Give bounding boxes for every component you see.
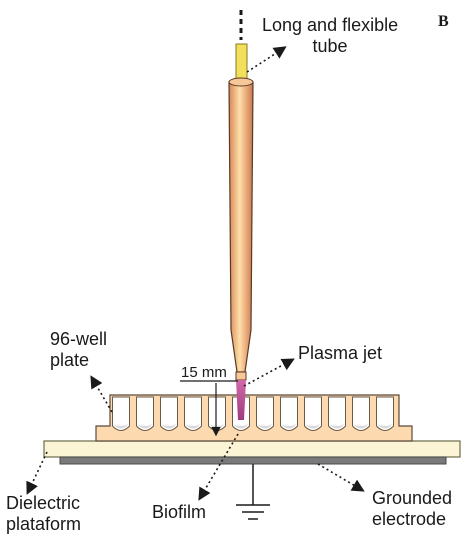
well-liquid-7 <box>257 424 273 429</box>
dielectric-label-line-2: plataform <box>6 514 82 534</box>
well-11 <box>352 396 370 431</box>
grounded-electrode <box>59 456 447 465</box>
electrode-label: Grounded electrode <box>372 488 452 530</box>
tube-label: Long and flexible tube <box>262 15 398 57</box>
well-liquid-4 <box>185 424 201 429</box>
electrode-label-line-1: Grounded <box>372 488 453 508</box>
plate-label-line-2: plate <box>50 350 90 370</box>
well-liquid-10 <box>329 424 345 429</box>
panel-letter: B <box>438 13 449 30</box>
plasma-jet-label: Plasma jet <box>298 343 383 363</box>
well-liquid-11 <box>353 424 369 429</box>
electrode-label-line-2: electrode <box>372 509 447 529</box>
plasma-jet-leader <box>243 358 295 387</box>
distance-label: 15 mm <box>181 364 227 381</box>
nozzle-tip <box>235 371 247 381</box>
well-liquid-2 <box>137 424 153 429</box>
dielectric-leader <box>26 451 48 495</box>
plate-label: 96-well plate <box>50 329 107 371</box>
well-1 <box>112 396 130 431</box>
tube-top-segment <box>235 43 248 81</box>
well-liquid-9 <box>305 424 321 429</box>
tube-label-line-1: Long and flexible <box>262 15 399 35</box>
well-4 <box>184 396 202 431</box>
dielectric-platform <box>43 440 461 458</box>
well-liquid-12 <box>377 424 393 429</box>
dielectric-label: Dielectric plataform <box>6 493 81 535</box>
well-liquid-3 <box>161 424 177 429</box>
well-8 <box>280 396 298 431</box>
plate-label-line-1: 96-well <box>50 329 108 349</box>
dielectric-label-line-1: Dielectric <box>6 493 81 513</box>
well-3 <box>160 396 178 431</box>
tube-top-opening <box>228 77 254 87</box>
well-liquid-8 <box>281 424 297 429</box>
plate-leader <box>90 375 113 413</box>
well-7 <box>256 396 274 431</box>
well-9 <box>304 396 322 431</box>
flexible-tube <box>228 78 254 373</box>
biofilm-label: Biofilm <box>152 502 207 522</box>
electrode-leader <box>317 463 365 492</box>
well-12 <box>376 396 394 431</box>
well-liquid-1 <box>113 424 129 429</box>
tube-leader <box>246 46 287 73</box>
tube-label-line-2: tube <box>312 36 348 56</box>
well-10 <box>328 396 346 431</box>
wells-group <box>112 396 394 431</box>
well-2 <box>136 396 154 431</box>
well-liquid-6 <box>233 424 249 429</box>
plasma-jet-plume <box>236 380 246 420</box>
